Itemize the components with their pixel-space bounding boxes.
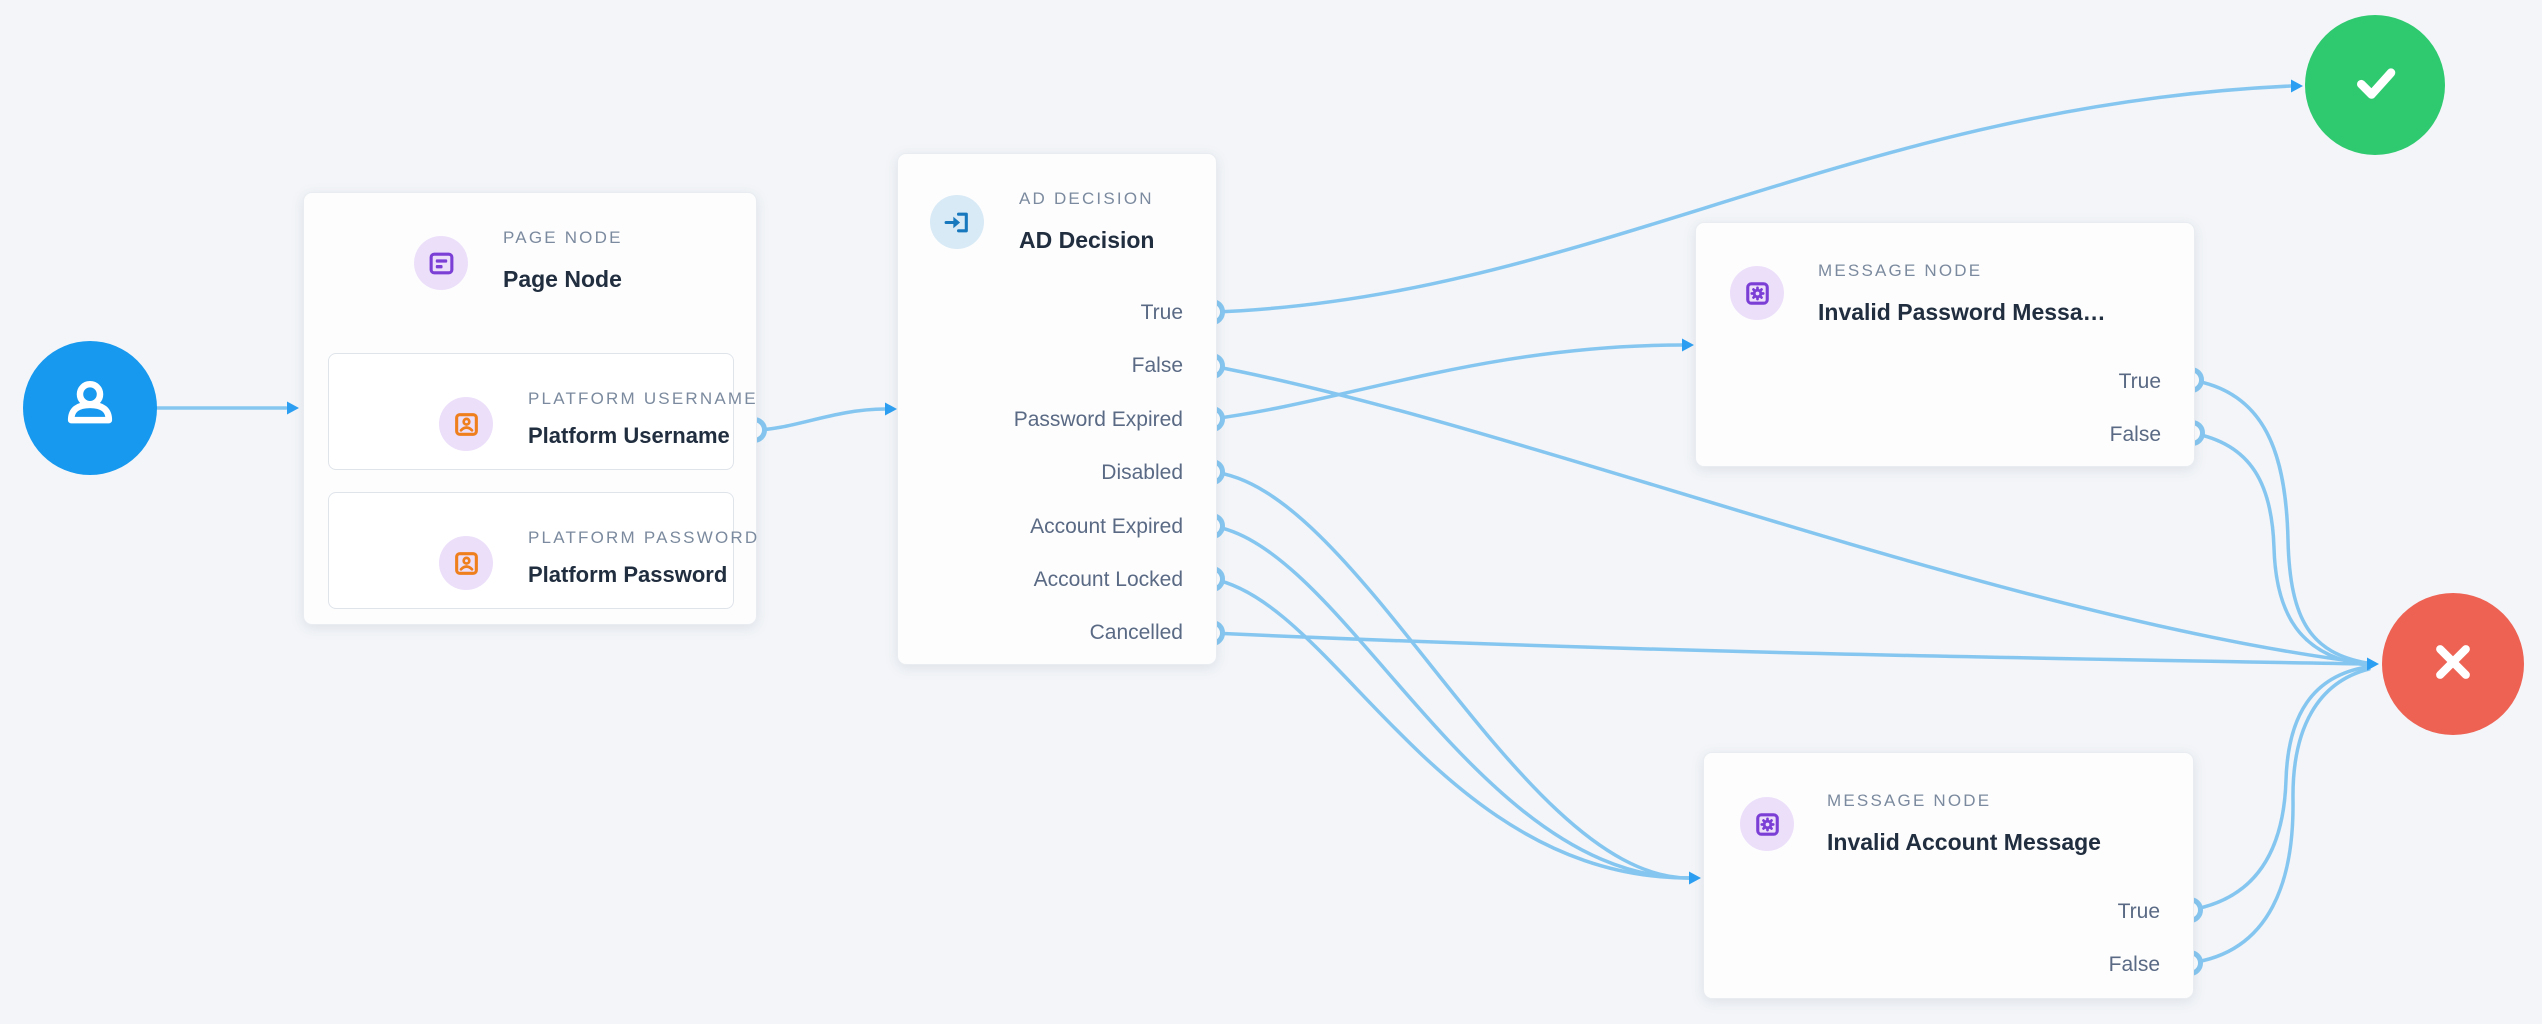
field-title: Platform Username — [528, 423, 730, 448]
form-page-icon — [414, 236, 468, 290]
message-node-type-label: MESSAGE NODE — [1818, 261, 1983, 280]
field-title: Platform Password — [528, 562, 728, 587]
id-card-icon — [439, 397, 493, 451]
edge-ipm-false-to-failure[interactable] — [2190, 431, 2368, 667]
field-type-label: PLATFORM USERNAME — [528, 389, 758, 408]
arrowhead-into-ad-decision — [885, 402, 897, 416]
node-page[interactable]: PAGE NODE Page Node PLATFORM USERNAME Pl… — [303, 192, 757, 625]
gear-message-icon — [1740, 797, 1794, 851]
outcome-true: True — [2117, 899, 2160, 923]
edge-ad-account-locked-to-iam[interactable] — [1210, 577, 1691, 880]
edge-ad-true-to-success[interactable] — [1210, 84, 2293, 314]
x-icon — [2423, 632, 2483, 697]
person-icon — [57, 373, 123, 444]
page-node-title: Page Node — [503, 266, 622, 292]
login-icon — [930, 195, 984, 249]
message-node-type-label: MESSAGE NODE — [1827, 791, 1992, 810]
edge-iam-true-to-failure[interactable] — [2188, 665, 2369, 912]
edge-ad-cancelled-to-failure[interactable] — [1210, 631, 2368, 666]
outcome-true: True — [2118, 369, 2161, 393]
id-card-icon — [439, 536, 493, 590]
outcome-cancelled: Cancelled — [1089, 621, 1183, 645]
edge-ad-false-to-failure[interactable] — [1210, 364, 2368, 665]
outcome-false: False — [2108, 952, 2160, 976]
edge-ad-disabled-to-iam[interactable] — [1210, 470, 1691, 880]
edge-ad-account-expired-to-iam[interactable] — [1210, 524, 1691, 880]
arrowhead-into-invalid-password-message — [1682, 338, 1694, 352]
outcome-true: True — [1140, 301, 1183, 324]
edge-ad-password-expired-to-ipm[interactable] — [1210, 343, 1684, 421]
node-ad-decision[interactable]: AD DECISION AD Decision True False Passw… — [897, 153, 1217, 665]
page-node-type-label: PAGE NODE — [503, 228, 623, 247]
field-platform-password[interactable]: PLATFORM PASSWORD Platform Password — [328, 492, 757, 609]
outcome-password-expired: Password Expired — [1013, 407, 1183, 431]
field-platform-username[interactable]: PLATFORM USERNAME Platform Username — [328, 353, 756, 470]
edge-ipm-true-to-failure[interactable] — [2189, 378, 2369, 665]
invalid-password-message-title: Invalid Password Messa… — [1818, 299, 2106, 325]
ad-decision-type-label: AD DECISION — [1019, 189, 1154, 208]
arrowhead-into-failure — [2367, 657, 2379, 671]
gear-message-icon — [1730, 266, 1784, 320]
outcome-account-expired: Account Expired — [1030, 514, 1183, 538]
failure-node[interactable] — [2382, 593, 2524, 735]
invalid-account-message-title: Invalid Account Message — [1827, 829, 2101, 855]
arrowhead-into-page-node — [287, 401, 299, 415]
outcome-account-locked: Account Locked — [1033, 567, 1183, 591]
ad-decision-title: AD Decision — [1019, 227, 1155, 253]
arrowhead-into-success — [2291, 79, 2303, 93]
success-node[interactable] — [2305, 15, 2445, 155]
start-node[interactable] — [23, 341, 157, 475]
field-type-label: PLATFORM PASSWORD — [528, 528, 760, 547]
arrowhead-into-invalid-account-message — [1689, 871, 1701, 885]
outcome-false: False — [2109, 422, 2161, 446]
check-icon — [2343, 51, 2407, 120]
node-invalid-password-message[interactable]: MESSAGE NODE Invalid Password Messa… Tru… — [1695, 222, 2195, 467]
edge-username-to-ad[interactable] — [752, 407, 887, 432]
outcome-false: False — [1131, 354, 1183, 378]
edge-iam-false-to-failure[interactable] — [2188, 667, 2371, 965]
node-invalid-account-message[interactable]: MESSAGE NODE Invalid Account Message Tru… — [1703, 752, 2194, 999]
outcome-disabled: Disabled — [1101, 461, 1183, 485]
